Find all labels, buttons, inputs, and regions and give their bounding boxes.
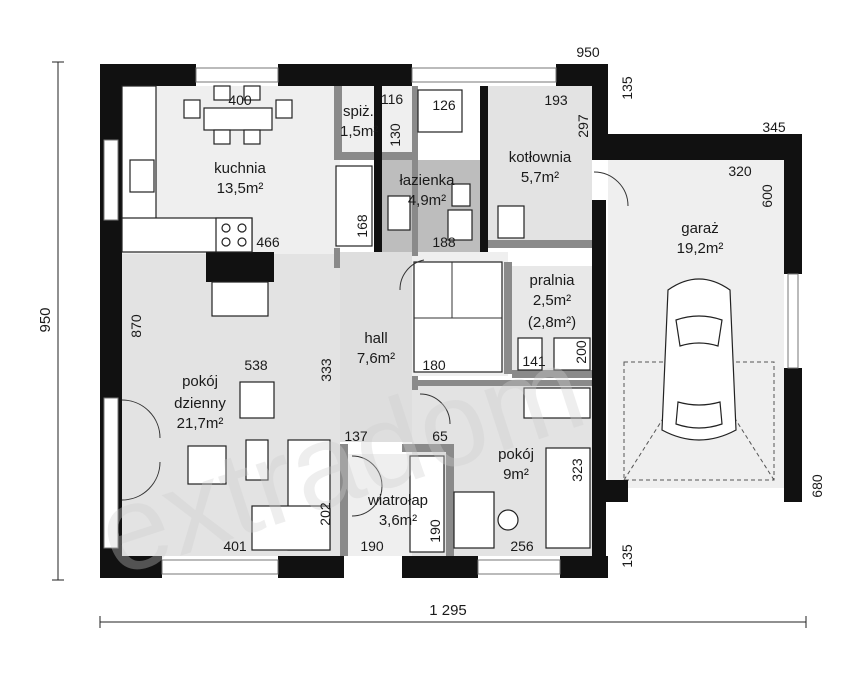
dim-168: 168 bbox=[354, 214, 370, 238]
room-pralnia-area: 2,5m² bbox=[533, 292, 571, 309]
dim-600: 600 bbox=[759, 184, 775, 208]
room-labels: kuchnia 13,5m² spiż. 1,5m² łazienka 4,9m… bbox=[174, 103, 723, 529]
dim-137: 137 bbox=[344, 428, 368, 444]
room-lazienka-area: 4,9m² bbox=[408, 192, 446, 209]
dim-323: 323 bbox=[569, 458, 585, 482]
dim-188: 188 bbox=[432, 234, 456, 250]
room-spizarnia-area: 1,5m² bbox=[340, 123, 378, 140]
windows bbox=[103, 67, 799, 575]
dim-345: 345 bbox=[762, 119, 786, 135]
dimension-labels: 1 295 950 950 400 116 130 126 193 135 29… bbox=[37, 44, 825, 619]
dim-135-bottom: 135 bbox=[619, 544, 635, 568]
dim-190-vertical: 190 bbox=[427, 519, 443, 543]
dim-141: 141 bbox=[522, 353, 546, 369]
dim-overall-width: 1 295 bbox=[429, 602, 467, 619]
room-spizarnia-name: spiż. bbox=[343, 103, 374, 120]
room-kuchnia-name: kuchnia bbox=[214, 160, 266, 177]
dim-190: 190 bbox=[360, 538, 384, 554]
room-pralnia-area-alt: (2,8m²) bbox=[528, 314, 576, 331]
kitchen-furniture bbox=[121, 85, 373, 317]
room-garaz-area: 19,2m² bbox=[677, 240, 724, 257]
dim-126: 126 bbox=[432, 97, 456, 113]
room-kotlownia-area: 5,7m² bbox=[521, 169, 559, 186]
room-pokoj-dzienny-name2: dzienny bbox=[174, 395, 226, 412]
dim-200: 200 bbox=[573, 340, 589, 364]
room-kuchnia-area: 13,5m² bbox=[217, 180, 264, 197]
dim-top-950: 950 bbox=[576, 44, 600, 60]
bedroom-furniture bbox=[409, 387, 591, 553]
dim-256: 256 bbox=[510, 538, 534, 554]
dim-116: 116 bbox=[381, 91, 404, 107]
dim-135-top: 135 bbox=[619, 76, 635, 100]
dim-333: 333 bbox=[318, 358, 334, 382]
room-lazienka-name: łazienka bbox=[399, 172, 455, 189]
dim-320: 320 bbox=[728, 163, 752, 179]
car-icon bbox=[661, 278, 737, 441]
doors bbox=[121, 171, 629, 517]
room-kotlownia-name: kotłownia bbox=[509, 149, 572, 166]
room-wiatrolap-area: 3,6m² bbox=[379, 512, 417, 529]
interior-walls bbox=[206, 86, 592, 556]
dim-180: 180 bbox=[422, 357, 446, 373]
dim-401: 401 bbox=[223, 538, 247, 554]
dim-overall-height: 950 bbox=[37, 307, 54, 332]
dim-202: 202 bbox=[317, 502, 333, 526]
room-pokoj-name: pokój bbox=[498, 446, 534, 463]
room-pokoj-area: 9m² bbox=[503, 466, 529, 483]
room-pokoj-dzienny-name1: pokój bbox=[182, 373, 218, 390]
parking-outline bbox=[623, 361, 775, 481]
bathroom-fixtures bbox=[387, 89, 525, 241]
dim-65: 65 bbox=[432, 428, 448, 444]
dim-297: 297 bbox=[575, 114, 591, 138]
dim-400: 400 bbox=[228, 92, 252, 108]
dim-193: 193 bbox=[544, 92, 568, 108]
dim-870: 870 bbox=[128, 314, 144, 338]
room-pralnia-name: pralnia bbox=[529, 272, 575, 289]
dim-466: 466 bbox=[256, 234, 280, 250]
dim-680: 680 bbox=[809, 474, 825, 498]
stairs bbox=[413, 261, 503, 373]
laundry-fixtures bbox=[517, 337, 591, 371]
room-hall-area: 7,6m² bbox=[357, 350, 395, 367]
room-pokoj-dzienny-area: 21,7m² bbox=[177, 415, 224, 432]
dimension-lines bbox=[52, 61, 807, 628]
living-furniture bbox=[187, 381, 331, 551]
dim-538: 538 bbox=[244, 357, 268, 373]
room-garaz-name: garaż bbox=[681, 220, 719, 237]
dim-130: 130 bbox=[387, 123, 403, 147]
room-hall-name: hall bbox=[364, 330, 387, 347]
room-wiatrolap-name: wiatrołap bbox=[367, 492, 428, 509]
